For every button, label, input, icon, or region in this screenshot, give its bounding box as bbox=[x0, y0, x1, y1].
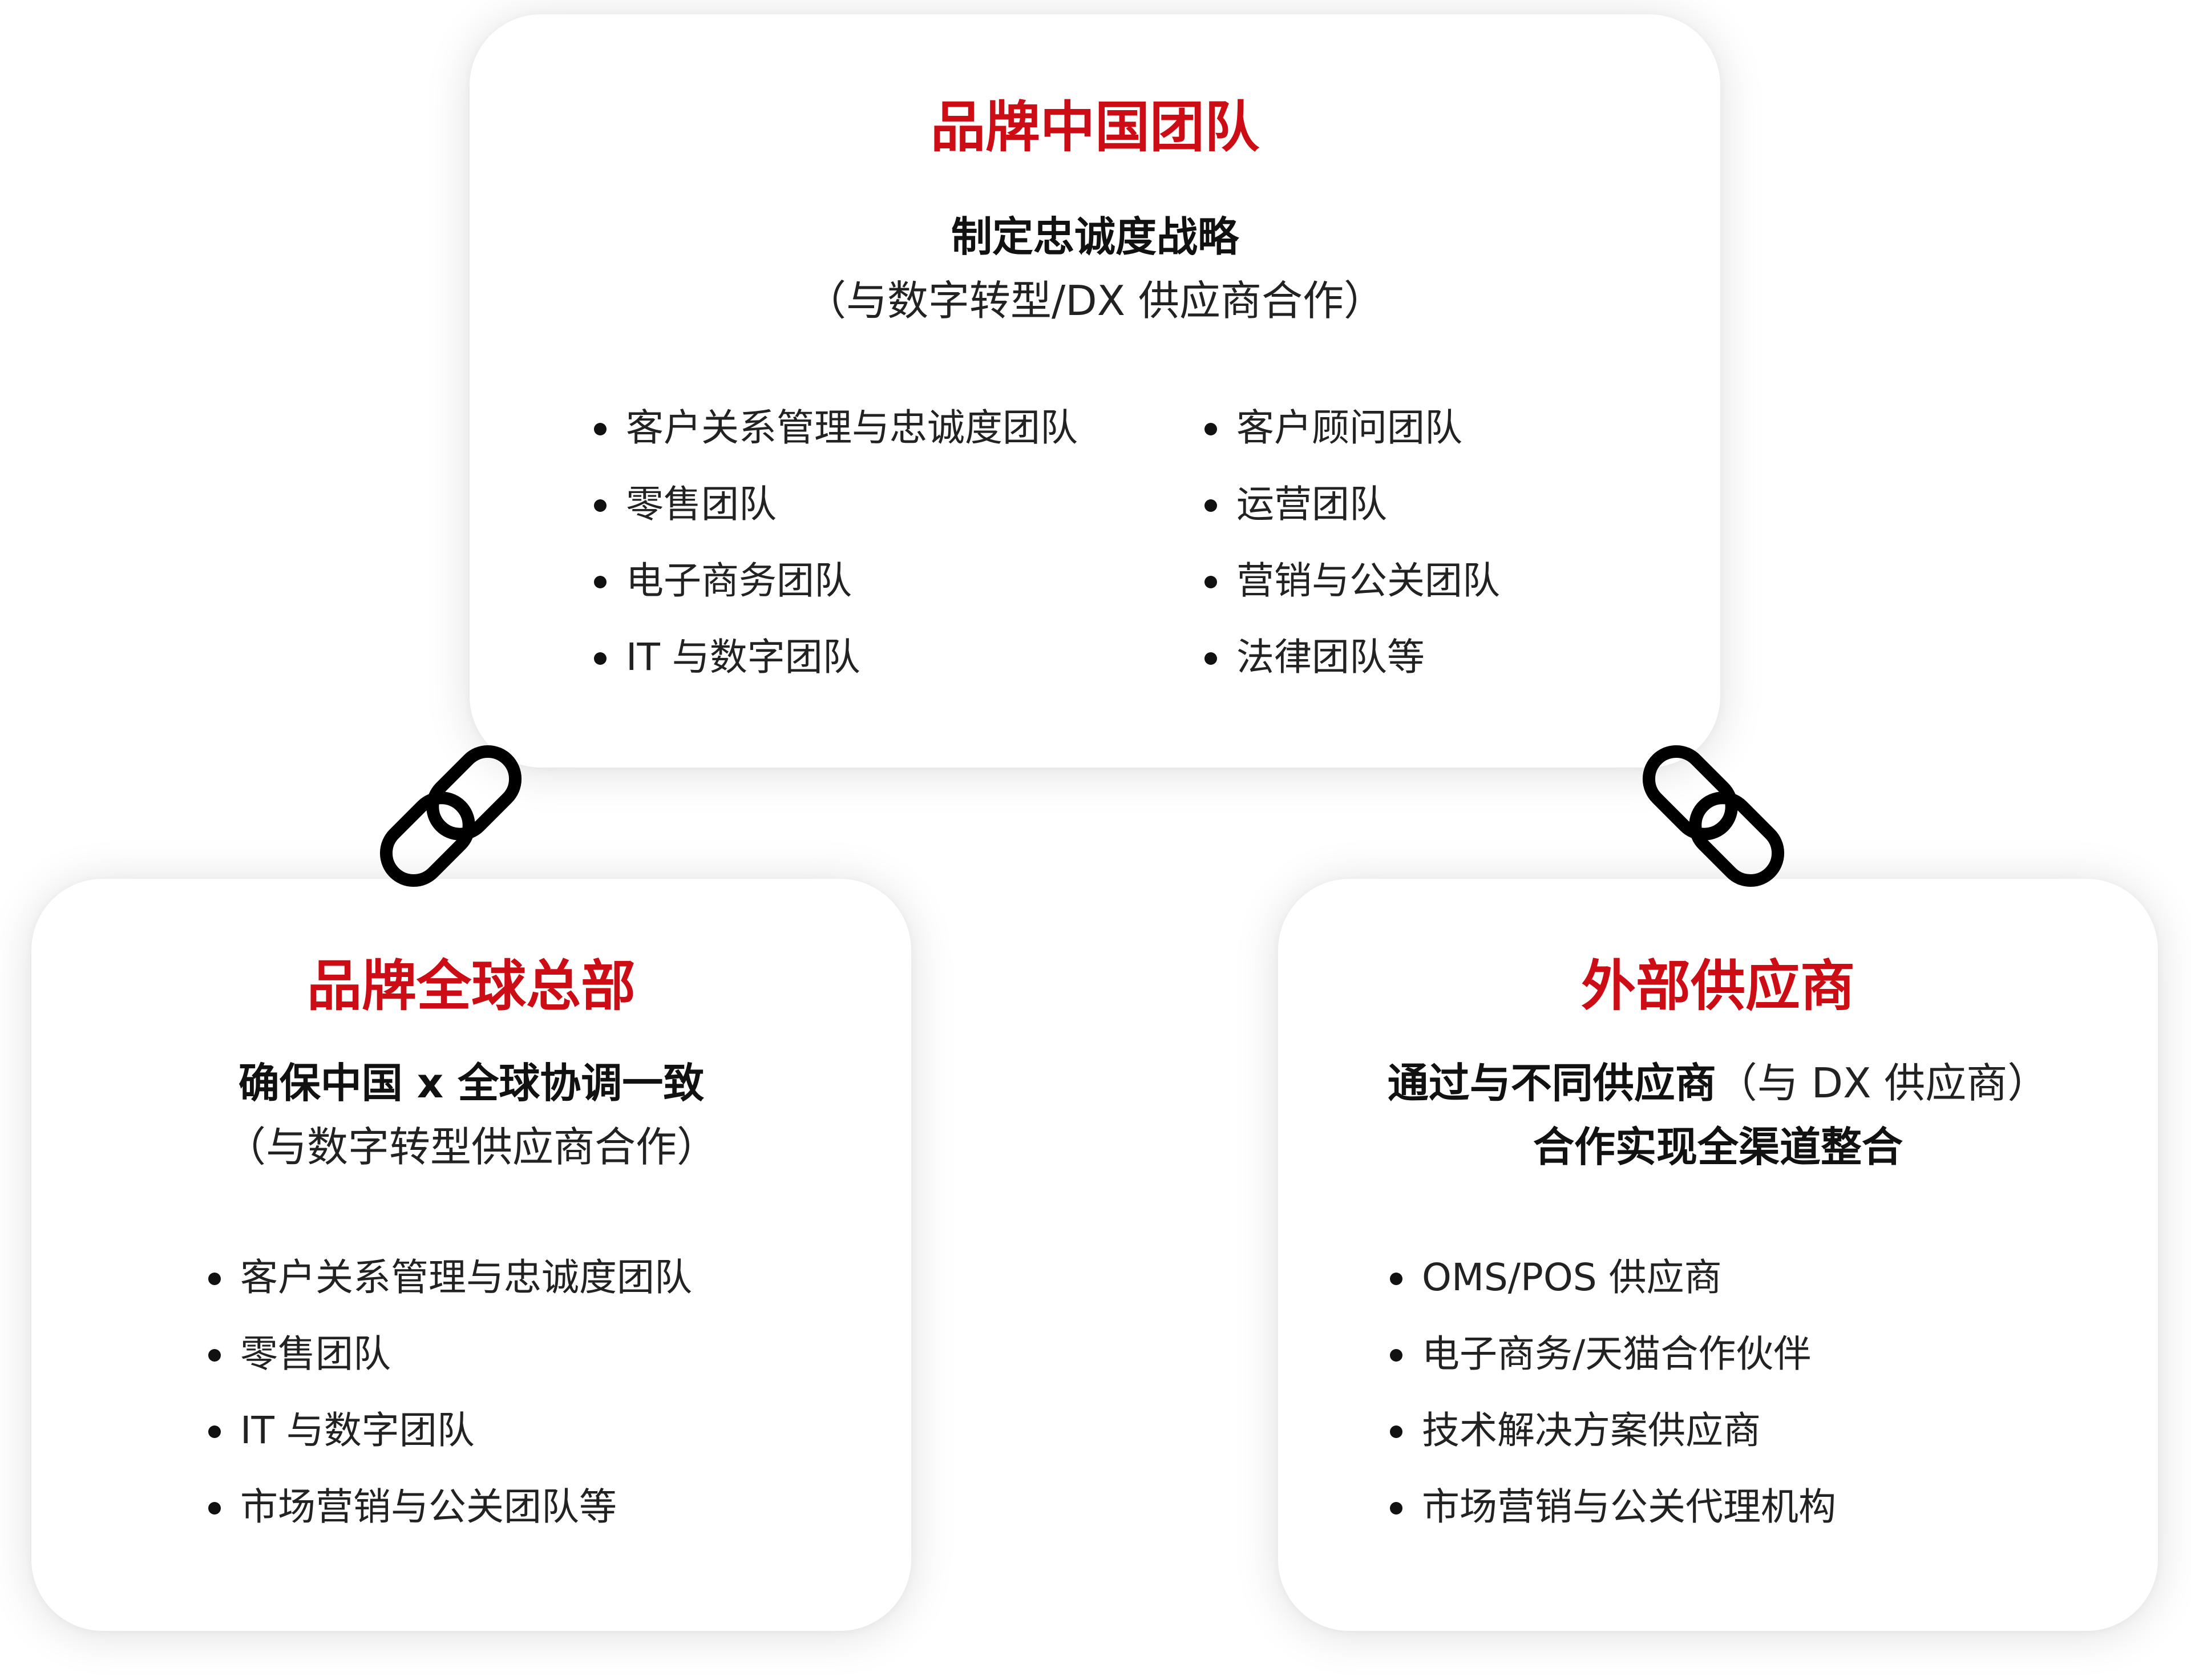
team-list-left: 客户关系管理与忠诚度团队 零售团队 电子商务团队 IT 与数字团队 bbox=[594, 390, 1078, 696]
card-subtitle: 确保中国 x 全球协调一致 bbox=[238, 1059, 705, 1107]
bullet-icon bbox=[1204, 423, 1217, 435]
list-item: 电子商务团队 bbox=[594, 543, 1078, 619]
bullet-icon bbox=[1390, 1502, 1402, 1515]
card-title: 品牌中国团队 bbox=[931, 95, 1259, 159]
bullet-icon bbox=[1204, 652, 1217, 665]
card-subtitle-bold: 通过与不同供应商 bbox=[1387, 1059, 1716, 1107]
bullet-icon bbox=[1204, 576, 1217, 588]
bullet-icon bbox=[208, 1349, 221, 1362]
card-subtitle: 制定忠诚度战略 bbox=[951, 213, 1239, 261]
list-item: 营销与公关团队 bbox=[1204, 543, 1500, 619]
card-title: 品牌全球总部 bbox=[307, 954, 636, 1018]
list-item: 客户顾问团队 bbox=[1204, 390, 1500, 466]
list-item: IT 与数字团队 bbox=[208, 1392, 692, 1469]
list-item: 运营团队 bbox=[1204, 466, 1500, 543]
chain-link-icon bbox=[1642, 745, 1785, 887]
bullet-icon bbox=[1390, 1425, 1402, 1438]
list-item: 客户关系管理与忠诚度团队 bbox=[594, 390, 1078, 466]
list-item: 市场营销与公关团队等 bbox=[208, 1469, 692, 1545]
card-subtitle-note: （与 DX 供应商） bbox=[1716, 1059, 2049, 1107]
supplier-list: OMS/POS 供应商 电子商务/天猫合作伙伴 技术解决方案供应商 市场营销与公… bbox=[1390, 1239, 1836, 1545]
chain-link-icon bbox=[379, 745, 522, 887]
team-list-right: 客户顾问团队 运营团队 营销与公关团队 法律团队等 bbox=[1204, 390, 1500, 696]
card-note: （与数字转型/DX 供应商合作） bbox=[805, 277, 1385, 325]
bullet-icon bbox=[594, 499, 607, 512]
external-suppliers-card: 外部供应商 通过与不同供应商（与 DX 供应商） 合作实现全渠道整合 OMS/P… bbox=[1278, 879, 2158, 1631]
list-item: 客户关系管理与忠诚度团队 bbox=[208, 1239, 692, 1316]
list-item: 电子商务/天猫合作伙伴 bbox=[1390, 1316, 1836, 1392]
list-item: 市场营销与公关代理机构 bbox=[1390, 1469, 1836, 1545]
list-item: OMS/POS 供应商 bbox=[1390, 1239, 1836, 1316]
brand-global-hq-card: 品牌全球总部 确保中国 x 全球协调一致 （与数字转型供应商合作） 客户关系管理… bbox=[31, 879, 911, 1631]
team-list: 客户关系管理与忠诚度团队 零售团队 IT 与数字团队 市场营销与公关团队等 bbox=[208, 1239, 692, 1545]
card-title: 外部供应商 bbox=[1581, 954, 1855, 1018]
list-item: 零售团队 bbox=[208, 1316, 692, 1392]
bullet-icon bbox=[594, 576, 607, 588]
bullet-icon bbox=[1390, 1349, 1402, 1362]
bullet-icon bbox=[1204, 499, 1217, 512]
list-item: IT 与数字团队 bbox=[594, 619, 1078, 696]
card-subtitle-line2: 合作实现全渠道整合 bbox=[1533, 1123, 1903, 1171]
list-item: 零售团队 bbox=[594, 466, 1078, 543]
bullet-icon bbox=[208, 1273, 221, 1285]
bullet-icon bbox=[1390, 1273, 1402, 1285]
list-item: 法律团队等 bbox=[1204, 619, 1500, 696]
bullet-icon bbox=[208, 1502, 221, 1515]
bullet-icon bbox=[594, 652, 607, 665]
list-item: 技术解决方案供应商 bbox=[1390, 1392, 1836, 1469]
bullet-icon bbox=[594, 423, 607, 435]
brand-china-team-card: 品牌中国团队 制定忠诚度战略 （与数字转型/DX 供应商合作） 客户关系管理与忠… bbox=[470, 14, 1720, 768]
card-subtitle: 通过与不同供应商（与 DX 供应商） bbox=[1278, 1052, 2158, 1116]
bullet-icon bbox=[208, 1425, 221, 1438]
card-note: （与数字转型供应商合作） bbox=[224, 1123, 718, 1171]
